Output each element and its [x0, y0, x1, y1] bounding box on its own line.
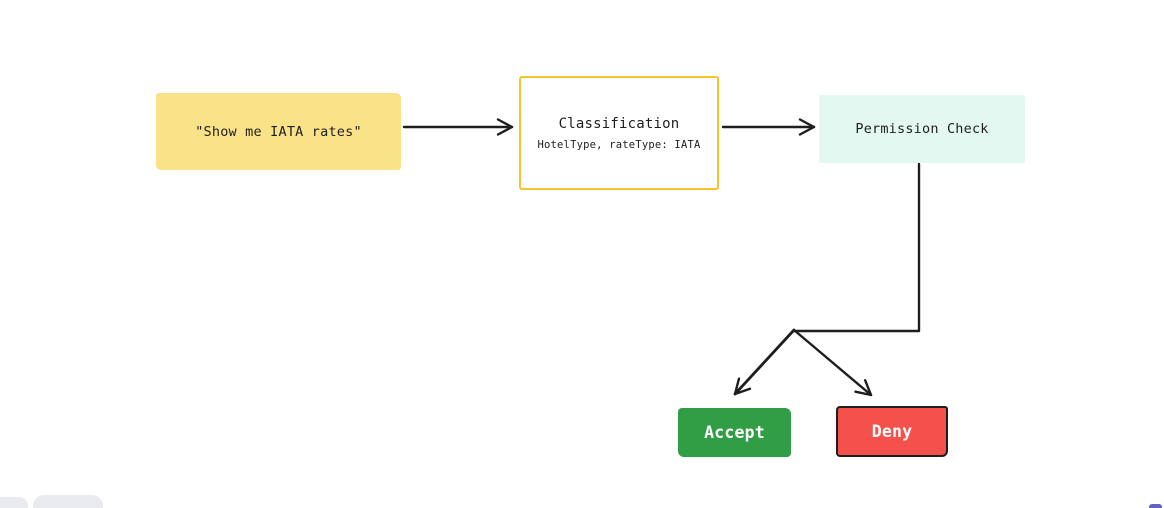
- node-accept[interactable]: Accept: [678, 408, 791, 457]
- node-classification-title: Classification: [558, 115, 680, 132]
- toolbar-button-left-partial[interactable]: [0, 497, 28, 508]
- edge-branch-to-deny: [792, 328, 873, 397]
- node-deny-label: Deny: [871, 422, 913, 441]
- node-classification-subtitle: HotelType, rateType: IATA: [537, 138, 701, 151]
- toolbar-button-partial[interactable]: [33, 495, 103, 508]
- edge-permission-to-branch: [792, 162, 921, 333]
- edge-branch-to-accept: [733, 328, 796, 396]
- node-user-query-label: "Show me IATA rates": [195, 123, 362, 140]
- node-accept-label: Accept: [704, 423, 765, 442]
- node-permission-check-label: Permission Check: [855, 121, 989, 137]
- help-badge-partial[interactable]: [1149, 504, 1162, 508]
- node-user-query[interactable]: "Show me IATA rates": [156, 93, 401, 170]
- node-permission-check[interactable]: Permission Check: [819, 95, 1025, 163]
- node-classification[interactable]: Classification HotelType, rateType: IATA: [519, 76, 719, 190]
- node-deny[interactable]: Deny: [836, 406, 948, 457]
